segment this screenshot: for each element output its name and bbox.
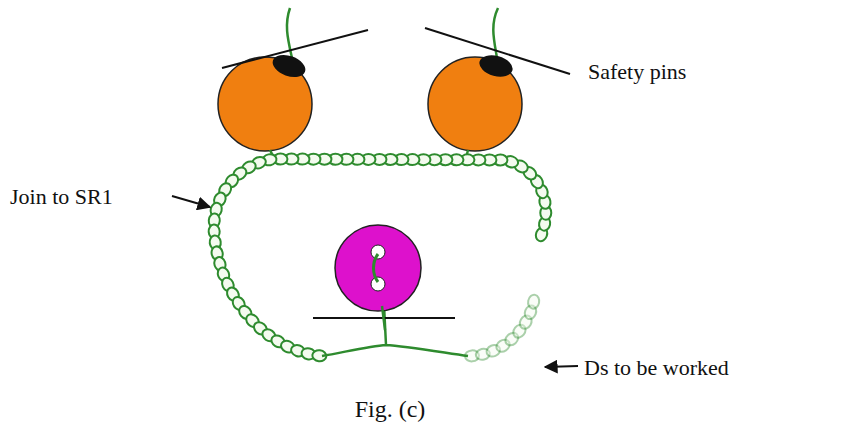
chain-loop [527,294,541,310]
button-hole [371,277,385,291]
eye-cap [270,51,309,81]
button-hole [371,245,385,259]
annotation-label: Safety pins [588,60,686,84]
figure-caption: Fig. (c) [355,396,426,422]
annotation-label: Ds to be worked [584,356,729,380]
chain-stitches [208,153,551,362]
annotation-label: Join to SR1 [10,185,113,209]
button [335,225,421,311]
thread [322,305,468,356]
thread [382,306,385,330]
safety-pin [425,28,570,74]
leader-arrow [545,366,578,367]
safety-pin [222,30,368,68]
leader-arrow [172,196,210,207]
eye-cap [477,52,515,80]
thread [374,254,379,282]
